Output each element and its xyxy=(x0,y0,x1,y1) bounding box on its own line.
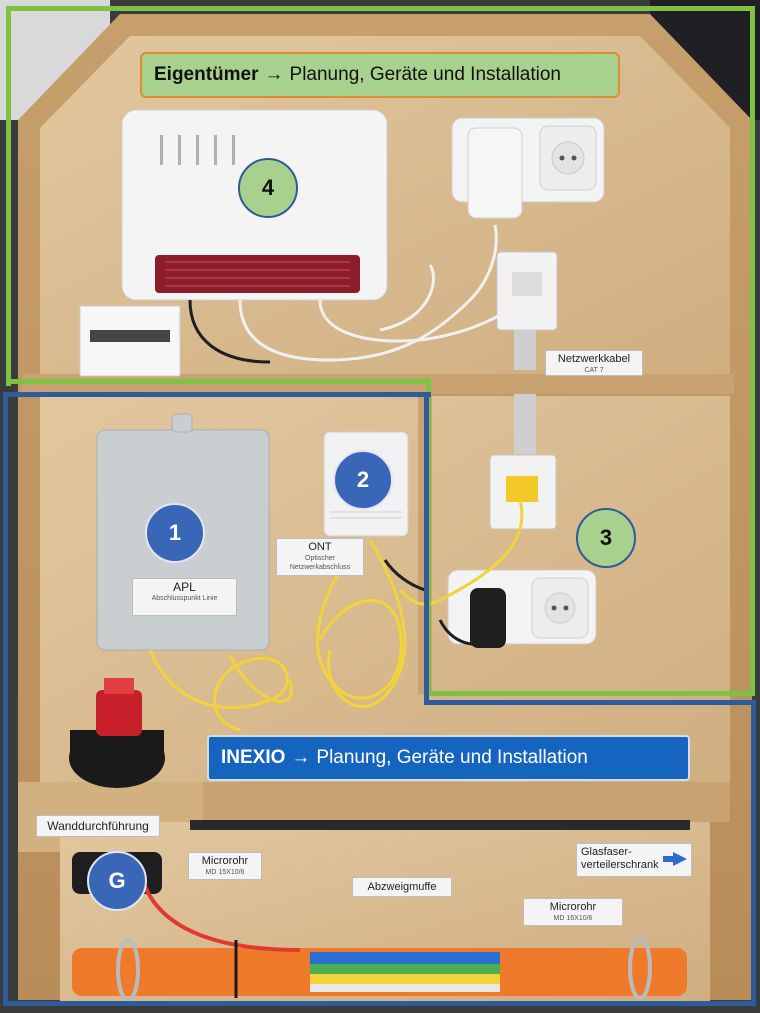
wanddurchfuehrung-label: Wanddurchführung xyxy=(36,815,160,837)
inexio-callout-title: INEXIO xyxy=(221,747,286,768)
wanddurchfuehrung-label-text: Wanddurchführung xyxy=(47,819,149,833)
microrohr-label-2-title: Microrohr xyxy=(549,901,597,913)
inexio-frame-bottom xyxy=(3,1001,756,1006)
arrow-right-icon: → xyxy=(264,64,284,85)
apl-label: APL Abschlusspunkt Linie xyxy=(132,578,237,616)
badge-2: 2 xyxy=(333,450,393,510)
owner-callout-title: Eigentümer xyxy=(154,64,259,85)
ont-label-sub1: Optischer xyxy=(305,555,335,562)
ont-label-sub2: Netzwerkabschluss xyxy=(289,564,351,571)
netzwerkkabel-label: Netzwerkkabel CAT 7 xyxy=(545,350,643,376)
arrow-right-icon xyxy=(673,852,687,866)
abzweigmuffe-label: Abzweigmuffe xyxy=(352,877,452,897)
inexio-frame-right xyxy=(751,700,756,1006)
apl-label-sub: Abschlusspunkt Linie xyxy=(151,595,218,602)
abzweigmuffe-label-text: Abzweigmuffe xyxy=(367,881,437,893)
arrow-right-icon: → xyxy=(291,747,311,768)
owner-region-frame xyxy=(6,6,755,386)
badge-3: 3 xyxy=(576,508,636,568)
owner-frame-step xyxy=(6,379,431,384)
inexio-frame-top-right xyxy=(424,700,756,705)
netzwerkkabel-label-title: Netzwerkkabel xyxy=(557,353,631,365)
microrohr-label-2: Microrohr MD 16X10/6 xyxy=(523,898,623,926)
inexio-callout: INEXIO → Planung, Geräte und Installatio… xyxy=(207,735,690,781)
badge-1: 1 xyxy=(145,503,205,563)
ont-label-title: ONT xyxy=(308,541,332,553)
inexio-region-frame xyxy=(3,392,431,1006)
inexio-callout-text: Planung, Geräte und Installation xyxy=(316,747,588,768)
glasfaser-label-line1: Glasfaser- xyxy=(581,846,632,858)
glasfaser-label: Glasfaser- verteilerschrank xyxy=(576,843,692,877)
badge-g: G xyxy=(87,851,147,911)
owner-callout-text: Planung, Geräte und Installation xyxy=(289,64,561,85)
microrohr-label-1-sub: MD 15X10/6 xyxy=(205,869,245,876)
netzwerkkabel-label-sub: CAT 7 xyxy=(584,367,604,374)
inexio-frame-step xyxy=(424,392,429,704)
badge-4: 4 xyxy=(238,158,298,218)
microrohr-label-1: Microrohr MD 15X10/6 xyxy=(188,852,262,880)
apl-label-title: APL xyxy=(173,580,196,594)
glasfaser-label-line2: verteilerschrank xyxy=(581,859,659,871)
arrow-shaft xyxy=(663,856,675,862)
ont-label: ONT Optischer Netzwerkabschluss xyxy=(276,538,364,576)
owner-callout: Eigentümer → Planung, Geräte und Install… xyxy=(140,52,620,98)
microrohr-label-2-sub: MD 16X10/6 xyxy=(553,915,593,922)
microrohr-label-1-title: Microrohr xyxy=(201,855,249,867)
